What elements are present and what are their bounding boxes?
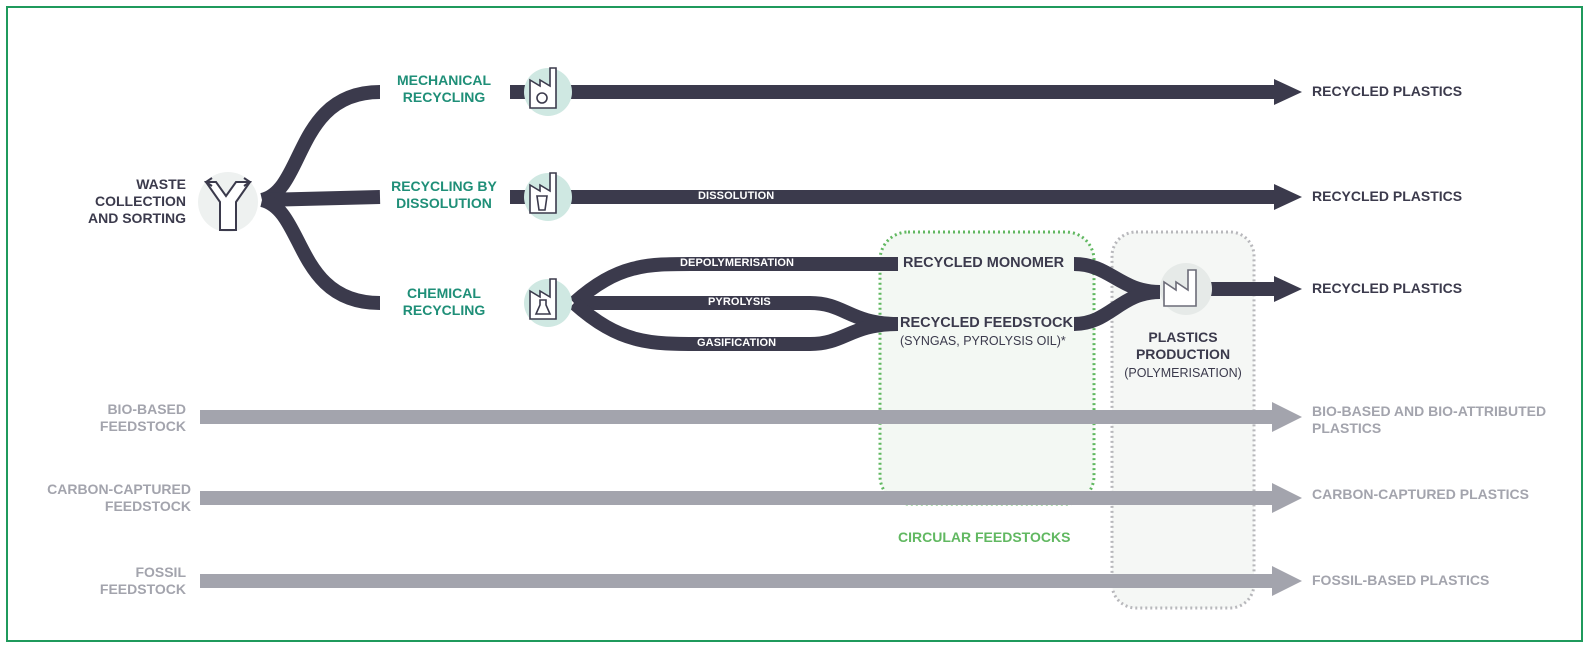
output-carbon-captured-plastics: CARBON-CAPTURED PLASTICS xyxy=(1312,486,1529,502)
branch-to-dissolution xyxy=(261,190,381,207)
depolymerisation-flow xyxy=(569,256,898,309)
gasification-flow xyxy=(569,297,899,351)
dissolution-arrowhead xyxy=(1274,184,1302,210)
carbon-flow-arrowhead xyxy=(1272,483,1302,513)
carbon-flow-bar xyxy=(200,491,1276,505)
feedstock-to-production xyxy=(1073,285,1161,331)
factory-flask-icon xyxy=(524,278,572,327)
output-recycled-plastics-dissolution: RECYCLED PLASTICS xyxy=(1312,188,1463,204)
recycled-feedstock-label: RECYCLED FEEDSTOCK xyxy=(900,315,1073,331)
circular-feedstocks-box xyxy=(878,230,1096,506)
fossil-flow-arrowhead xyxy=(1272,566,1302,596)
recycled-monomer-label: RECYCLED MONOMER xyxy=(903,255,1065,271)
grey-flows xyxy=(200,402,1302,596)
figure-border xyxy=(6,6,1583,642)
branch-to-chemical xyxy=(259,193,381,310)
output-recycled-plastics-mechanical: RECYCLED PLASTICS xyxy=(1312,83,1463,99)
bio-flow-bar xyxy=(200,410,1276,424)
polymerisation-note: (POLYMERISATION) xyxy=(1124,366,1242,380)
output-fossil-based-plastics: FOSSIL-BASED PLASTICS xyxy=(1312,572,1490,588)
fossil-flow-bar xyxy=(200,574,1276,588)
output-recycled-plastics-chemical: RECYCLED PLASTICS xyxy=(1312,280,1463,296)
dissolution-bar-label: DISSOLUTION xyxy=(698,190,775,202)
recycled-feedstock-note: (SYNGAS, PYROLYSIS OIL)* xyxy=(900,334,1066,348)
production-arrowhead xyxy=(1274,276,1302,302)
factory-icon xyxy=(1160,263,1212,315)
factory-gear-icon xyxy=(524,67,572,116)
bio-flow-arrowhead xyxy=(1272,402,1302,432)
dark-flows xyxy=(259,85,1278,351)
circular-feedstocks-label: CIRCULAR FEEDSTOCKS xyxy=(898,529,1071,545)
sorting-icon xyxy=(198,172,258,232)
gasification-bar-label: GASIFICATION xyxy=(697,337,777,349)
pyrolysis-bar-label: PYROLYSIS xyxy=(708,296,771,308)
factory-beaker-icon xyxy=(524,172,572,221)
dark-arrowheads xyxy=(1274,79,1302,302)
branch-to-mechanical xyxy=(259,85,381,207)
mechanical-arrowhead xyxy=(1274,79,1302,105)
depolymerisation-bar-label: DEPOLYMERISATION xyxy=(680,257,795,269)
